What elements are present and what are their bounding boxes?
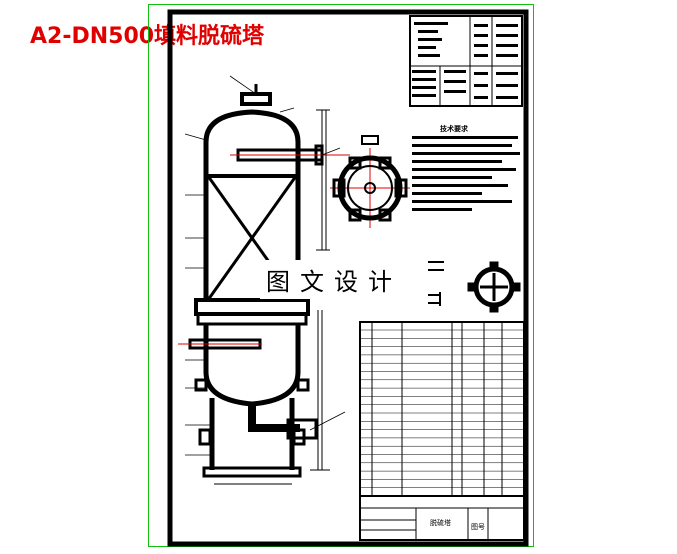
tech-requirements-lines — [412, 136, 520, 211]
parts-list — [359, 321, 525, 497]
drawing-title: A2-DN500填料脱硫塔 — [30, 24, 265, 49]
parts-list-rows — [360, 329, 524, 488]
drawing-code-label: 图号 — [471, 523, 485, 531]
tech-requirements-heading: 技术要求 — [440, 125, 468, 133]
weld-detail — [428, 261, 444, 306]
data-table-text — [412, 22, 518, 99]
title-block — [359, 495, 525, 541]
data-table — [409, 15, 523, 107]
detail-view — [467, 261, 521, 313]
section-view — [332, 135, 408, 222]
watermark-text: 图文设计 — [260, 260, 408, 299]
drawing-name: 脱硫塔 — [430, 519, 451, 527]
drawing-frame — [167, 9, 529, 547]
dimension-lines — [214, 109, 330, 485]
leader-lines — [184, 75, 346, 456]
